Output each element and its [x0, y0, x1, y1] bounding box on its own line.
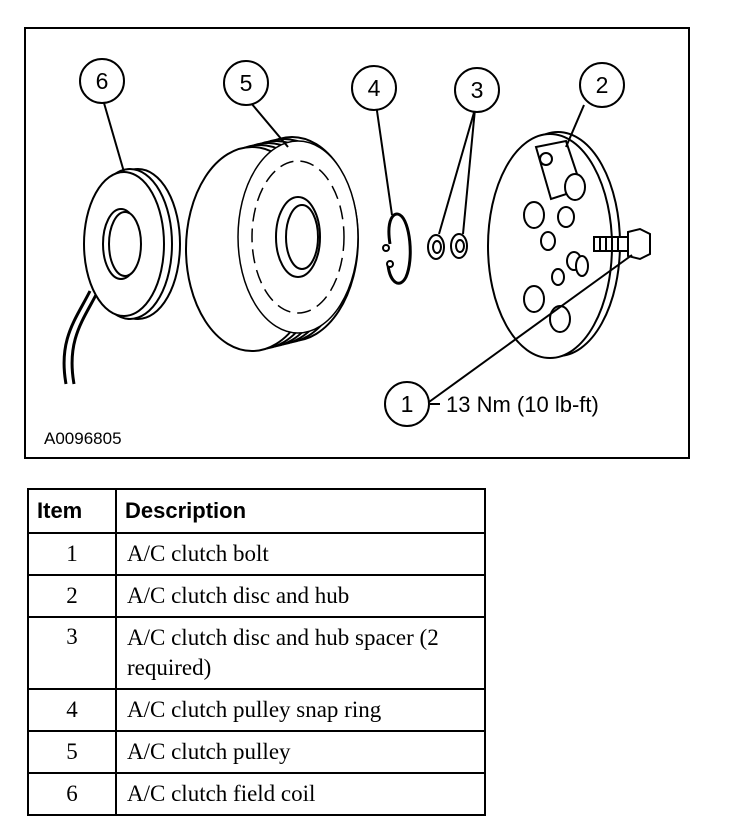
item-number: 3 [27, 616, 117, 690]
item-description: A/C clutch pulley snap ring [115, 688, 486, 732]
item-column-header: Item [27, 488, 117, 534]
table-header-row: Item Description [27, 488, 486, 534]
snap-ring-drawing [382, 212, 412, 285]
item-number: 6 [27, 772, 117, 816]
callout-1-circle [384, 381, 430, 427]
spacers-drawing [427, 233, 468, 260]
item-description: A/C clutch bolt [115, 532, 486, 576]
table-row: 4 A/C clutch pulley snap ring [27, 688, 486, 732]
callout-2-label: 2 [596, 72, 609, 98]
item-description: A/C clutch disc and hub [115, 574, 486, 618]
callout-2-circle [579, 62, 625, 108]
item-number: 4 [27, 688, 117, 732]
table-row: 6 A/C clutch field coil [27, 772, 486, 816]
item-number: 2 [27, 574, 117, 618]
table-row: 5 A/C clutch pulley [27, 730, 486, 774]
table-row: 3 A/C clutch disc and hub spacer (2 requ… [27, 616, 486, 690]
item-number: 1 [27, 532, 117, 576]
disc-hub-drawing [487, 131, 621, 359]
leader-lines [103, 102, 633, 403]
item-description: A/C clutch disc and hub spacer (2 requir… [115, 616, 486, 690]
callout-4-label: 4 [368, 75, 381, 101]
figure-id-label: A0096805 [44, 429, 122, 448]
callout-6-label: 6 [96, 68, 109, 94]
callout-3-label: 3 [471, 77, 484, 103]
item-description: A/C clutch pulley [115, 730, 486, 774]
callout-5-label: 5 [240, 70, 253, 96]
description-column-header: Description [115, 488, 486, 534]
callout-1-label: 1 [401, 391, 414, 417]
callout-4-circle [351, 65, 397, 111]
callout-5-circle [223, 60, 269, 106]
field-coil-drawing [62, 168, 181, 385]
callout-3-circle [454, 67, 500, 113]
torque-spec-label: 13 Nm (10 lb-ft) [446, 392, 599, 417]
table-row: 1 A/C clutch bolt [27, 532, 486, 576]
diagram-canvas: 6 5 4 3 2 1 13 Nm (10 lb-ft) A0096805 [44, 58, 651, 448]
exploded-view-diagram: 6 5 4 3 2 1 13 Nm (10 lb-ft) A0096805 [24, 27, 690, 459]
item-number: 5 [27, 730, 117, 774]
bolt-drawing [593, 227, 651, 261]
item-description: A/C clutch field coil [115, 772, 486, 816]
callout-6-circle [79, 58, 125, 104]
parts-table: Item Description 1 A/C clutch bolt 2 A/C… [27, 488, 486, 816]
pulley-drawing [185, 136, 359, 352]
table-row: 2 A/C clutch disc and hub [27, 574, 486, 618]
